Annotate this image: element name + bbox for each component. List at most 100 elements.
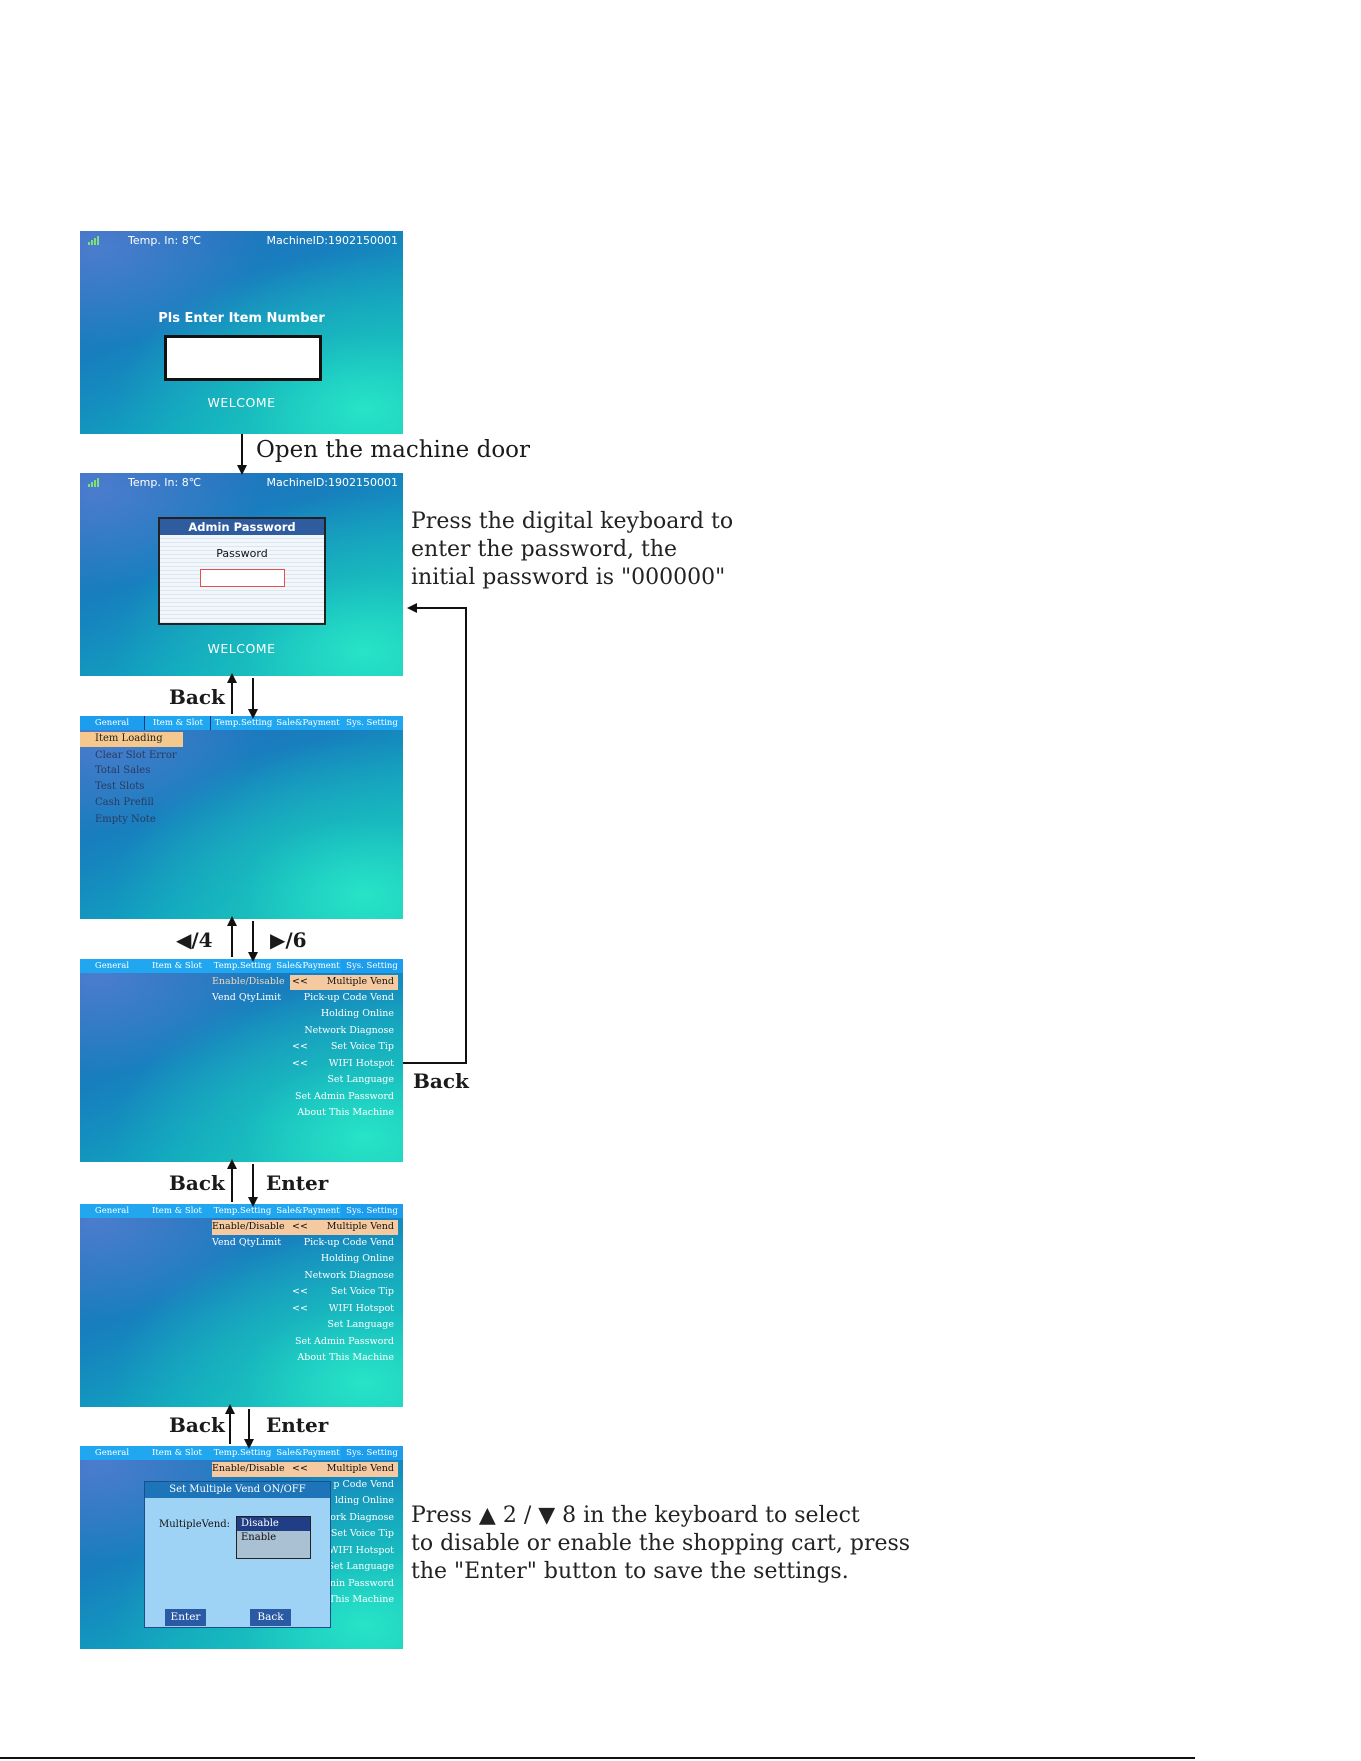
menu-item-clear-slot-error[interactable]: Clear Slot Error: [95, 750, 177, 761]
option-disable[interactable]: Disable: [237, 1517, 310, 1531]
menu-item-set-admin-password: Set Admin Password: [295, 1336, 394, 1347]
arrow-indicator: <<: [292, 1221, 308, 1232]
menu-row-multiple-vend[interactable]: Enable/Disable << Multiple Vend: [212, 1220, 398, 1235]
multiple-vend-caption: Press ▲ 2 / ▼ 8 in the keyboard to selec…: [411, 1502, 910, 1586]
tab-temp-setting[interactable]: Temp.Setting: [213, 961, 272, 971]
menu-row-wifi-hotspot[interactable]: <<WIFI Hotspot: [212, 1057, 398, 1072]
menu-item-enable-disable: Enable/Disable: [212, 1463, 285, 1474]
tab-general[interactable]: General: [94, 1206, 130, 1216]
menu-item-test-slots[interactable]: Test Slots: [95, 781, 145, 792]
menu-row-voice-tip[interactable]: <<Set Voice Tip: [212, 1040, 398, 1055]
menu-item-multiple-vend: Multiple Vend: [326, 1221, 394, 1232]
menu-item-set-admin-password: Set Admin Password: [295, 1091, 394, 1102]
tab-sys-setting[interactable]: Sys. Setting: [346, 718, 398, 728]
tab-sale-payment[interactable]: Sale&Payment: [276, 961, 340, 971]
back-loop-arrow: [403, 603, 467, 1064]
arrow-indicator: <<: [292, 1463, 308, 1474]
menu-row-partial: ork Diagnose: [212, 1511, 398, 1526]
back-button[interactable]: Back: [250, 1609, 291, 1626]
menu-item-set-voice-tip: Set Voice Tip: [330, 1286, 394, 1297]
menu-row-pickup-code[interactable]: Vend QtyLimit Pick-up Code Vend: [212, 991, 398, 1006]
menu-row-partial: p Code Vend: [212, 1478, 398, 1493]
back-label: Back: [169, 1413, 225, 1437]
menu-row-partial: WIFI Hotspot: [212, 1544, 398, 1559]
machine-id: MachineID:1902150001: [266, 234, 398, 247]
back-label: Back: [169, 685, 225, 709]
menu-row-partial: nin Password: [212, 1577, 398, 1592]
menu-row-partial: lding Online: [212, 1494, 398, 1509]
menu-item-label: Item Loading: [95, 733, 163, 744]
menu-row-about[interactable]: About This Machine: [212, 1106, 398, 1121]
arrow-indicator: <<: [292, 1041, 308, 1052]
menu-row-about[interactable]: About This Machine: [212, 1351, 398, 1366]
menu-row-network-diagnose[interactable]: Network Diagnose: [212, 1269, 398, 1284]
tab-temp-setting[interactable]: Temp.Setting: [210, 716, 276, 730]
welcome-text: WELCOME: [207, 395, 276, 410]
menu-row-network-diagnose[interactable]: Network Diagnose: [212, 1024, 398, 1039]
menu-row-holding-online[interactable]: Holding Online: [212, 1252, 398, 1267]
screen-admin-password: Temp. In: 8℃ MachineID:1902150001 Admin …: [80, 473, 403, 676]
menu-row-voice-tip[interactable]: << Set Voice Tip: [212, 1285, 398, 1300]
menu-item-partial: lding Online: [334, 1495, 394, 1506]
multiple-vend-options[interactable]: Disable Enable: [236, 1516, 311, 1559]
back-label: Back: [413, 1069, 469, 1093]
tab-general[interactable]: General: [94, 961, 130, 971]
tab-general[interactable]: General: [94, 1448, 130, 1458]
menu-item-pickup-code-vend: Pick-up Code Vend: [303, 1237, 394, 1248]
menu-item-cash-prefill[interactable]: Cash Prefill: [95, 797, 154, 808]
screen-item-entry: Temp. In: 8℃ MachineID:1902150001 Pls En…: [80, 231, 403, 434]
caption-line: to disable or enable the shopping cart, …: [411, 1531, 911, 1556]
menu-row-pickup-code[interactable]: Vend QtyLimit Pick-up Code Vend: [212, 1236, 398, 1251]
machine-id: MachineID:1902150001: [266, 476, 398, 489]
tab-temp-setting[interactable]: Temp.Setting: [213, 1206, 272, 1216]
menu-row-multiple-vend[interactable]: Enable/Disable << Multiple Vend: [212, 975, 398, 990]
menu-row-multiple-vend[interactable]: Enable/Disable << Multiple Vend: [212, 1462, 398, 1477]
tab-sys-setting[interactable]: Sys. Setting: [341, 959, 403, 973]
tab-sys-setting[interactable]: Sys. Setting: [341, 1204, 403, 1218]
item-number-input[interactable]: [164, 335, 322, 381]
multiple-vend-label: MultipleVend:: [159, 1519, 231, 1530]
open-door-label: Open the machine door: [256, 437, 531, 463]
tab-sale-payment[interactable]: Sale&Payment: [276, 1448, 340, 1458]
caption-line: the "Enter" button to save the settings.: [411, 1559, 849, 1584]
menu-row-wifi-hotspot[interactable]: << WIFI Hotspot: [212, 1302, 398, 1317]
status-bar: Temp. In: 8℃ MachineID:1902150001: [80, 473, 403, 491]
tab-general[interactable]: General: [80, 716, 144, 730]
menu-item-total-sales[interactable]: Total Sales: [95, 765, 151, 776]
left-key-label: ◀/4: [176, 928, 213, 952]
menu-row-set-language[interactable]: Set Language: [212, 1318, 398, 1333]
bottom-divider: [0, 1757, 1195, 1759]
menu-row-admin-password[interactable]: Set Admin Password: [212, 1335, 398, 1350]
menu-item-set-language: Set Language: [327, 1074, 394, 1085]
dialog-title: Admin Password: [160, 519, 324, 535]
menu-row-set-language[interactable]: Set Language: [212, 1073, 398, 1088]
tab-item-slot[interactable]: Item & Slot: [152, 1206, 202, 1216]
password-input[interactable]: [200, 569, 285, 587]
menu-item-wifi-hotspot: WIFI Hotspot: [328, 1303, 394, 1314]
dialog-title: Set Multiple Vend ON/OFF: [145, 1482, 330, 1498]
arrow-indicator: <<: [292, 1303, 308, 1314]
welcome-text: WELCOME: [207, 641, 276, 656]
enter-button[interactable]: Enter: [165, 1609, 206, 1626]
tab-sale-payment[interactable]: Sale&Payment: [276, 1206, 340, 1216]
menu-item-partial: nin Password: [329, 1578, 394, 1589]
tab-bar: General Item & Slot Temp.Setting Sale&Pa…: [80, 1204, 403, 1218]
enter-label: Enter: [266, 1413, 329, 1437]
tab-temp-setting[interactable]: Temp.Setting: [213, 1448, 272, 1458]
arrow-indicator: <<: [292, 976, 308, 987]
menu-item-selected[interactable]: Item Loading: [80, 732, 183, 747]
arrow-indicator: <<: [292, 1286, 308, 1297]
tab-sale-payment[interactable]: Sale&Payment: [276, 718, 340, 728]
tab-item-slot[interactable]: Item & Slot: [152, 961, 202, 971]
screen-sys-setting-menu: General Item & Slot Temp.Setting Sale&Pa…: [80, 959, 403, 1162]
menu-row-holding-online[interactable]: Holding Online: [212, 1007, 398, 1022]
tab-sys-setting[interactable]: Sys. Setting: [341, 1446, 403, 1460]
temperature-readout: Temp. In: 8℃: [128, 476, 202, 489]
option-enable[interactable]: Enable: [241, 1532, 277, 1543]
tab-item-slot[interactable]: Item & Slot: [144, 716, 211, 730]
menu-row-admin-password[interactable]: Set Admin Password: [212, 1090, 398, 1105]
menu-item-empty-note[interactable]: Empty Note: [95, 814, 156, 825]
menu-item-partial: Set Language: [327, 1561, 394, 1572]
tab-item-slot[interactable]: Item & Slot: [152, 1448, 202, 1458]
